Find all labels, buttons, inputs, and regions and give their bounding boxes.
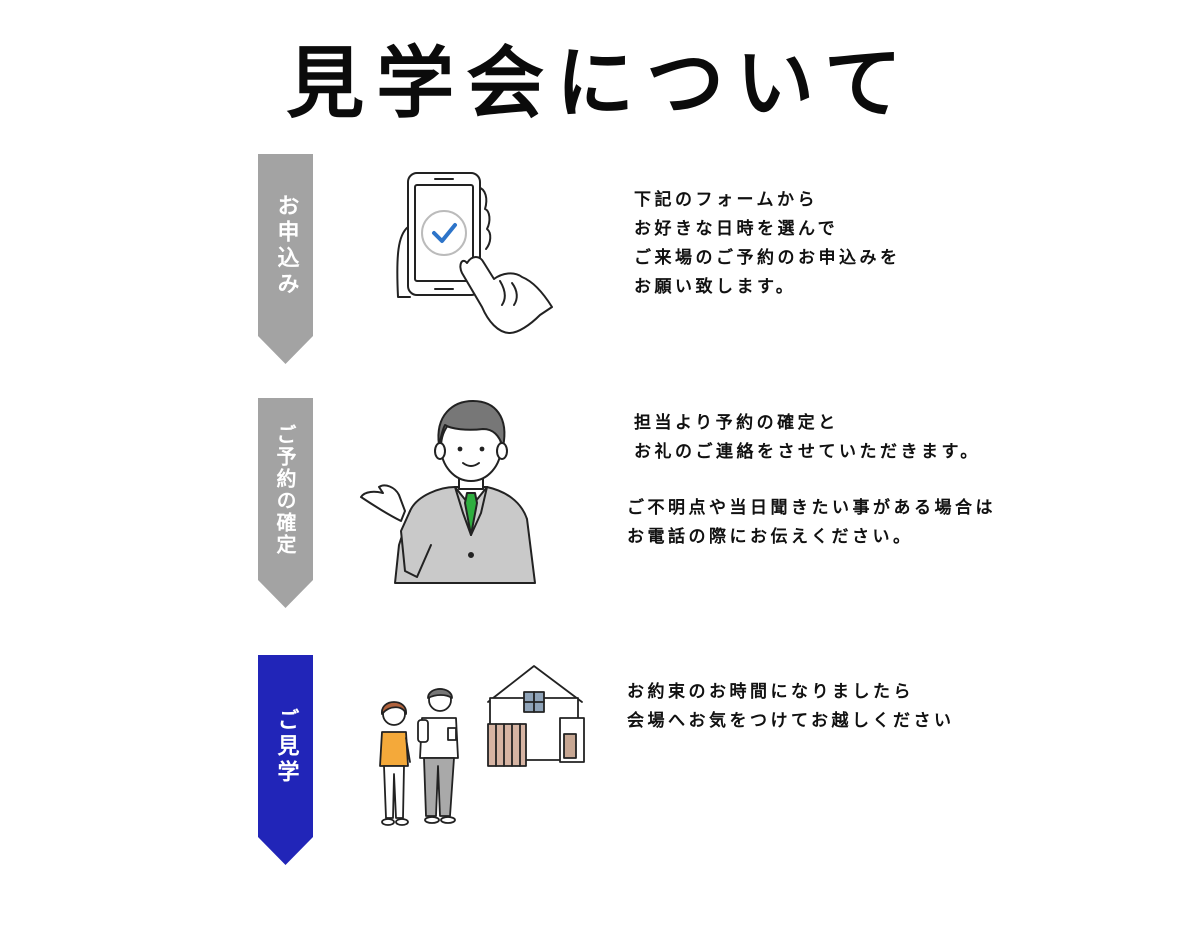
step-banner-application: お申込み [258,154,313,364]
page-title: 見学会について [286,39,914,129]
step-label: お申込み [273,194,299,298]
step-banner-confirmation: ご予約の確定 [258,398,313,608]
description-line: お約束のお時間になりましたら [627,682,914,702]
staff-person-icon [360,400,536,584]
description-line: ご来場のご予約のお申込みを [634,248,901,268]
step-banner-visit: ご見学 [258,655,313,865]
description-line: ご不明点や当日聞きたい事がある場合は [627,498,996,518]
description-line: お電話の際にお伝えください。 [627,527,914,547]
step-description-confirmation: 担当より予約の確定と お礼のご連絡をさせていただきます。 [634,409,981,467]
step-label: ご見学 [273,708,299,786]
step-label: ご予約の確定 [273,424,297,556]
description-line: 下記のフォームから [634,190,818,210]
step-description-visit: お約束のお時間になりましたら 会場へお気をつけてお越しください [627,678,955,736]
description-line: 会場へお気をつけてお越しください [627,711,955,731]
visitors-house-icon [379,665,585,826]
description-line: お好きな日時を選んで [634,219,839,239]
smartphone-check-icon [396,172,553,334]
step-description-confirmation-note: ご不明点や当日聞きたい事がある場合は お電話の際にお伝えください。 [627,494,996,552]
step-description-application: 下記のフォームから お好きな日時を選んで ご来場のご予約のお申込みを お願い致し… [634,186,901,302]
description-line: お願い致します。 [634,277,797,297]
description-line: お礼のご連絡をさせていただきます。 [634,442,981,462]
description-line: 担当より予約の確定と [634,413,839,433]
